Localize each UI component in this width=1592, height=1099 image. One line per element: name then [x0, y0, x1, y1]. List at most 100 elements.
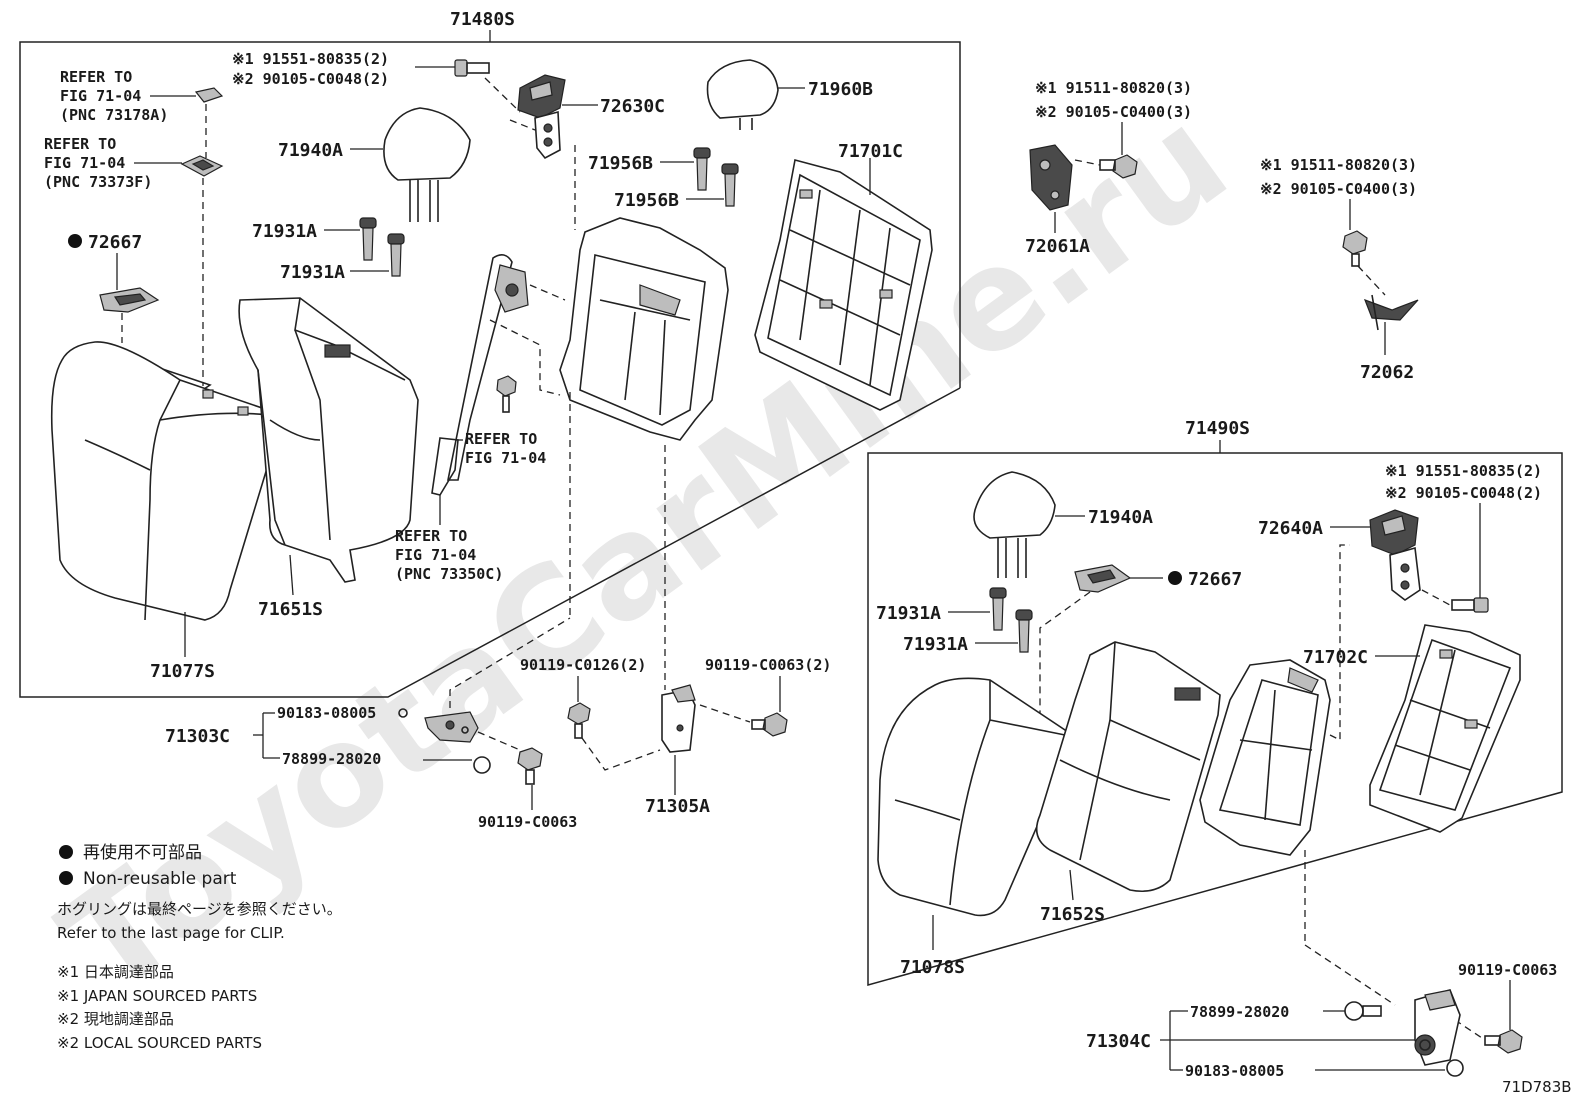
- note-90105-a: ※2 90105-C0400(3): [1035, 103, 1192, 121]
- headrest-guide-71931A-b: [387, 233, 405, 277]
- nut-seatbelt: [496, 375, 517, 413]
- callout-90119-C0063-2[interactable]: 90119-C0063(2): [705, 656, 831, 674]
- callout-71303C[interactable]: 71303C: [165, 726, 230, 747]
- backboard-71701C: [754, 159, 933, 411]
- callout-71931A-4[interactable]: 71931A: [903, 634, 968, 655]
- headrest-71940A-right: [973, 471, 1056, 578]
- hinge-71304C: [1414, 989, 1461, 1066]
- non-reusable-marker-right: [1168, 571, 1182, 585]
- note-90105-b: ※2 90105-C0400(3): [1260, 180, 1417, 198]
- assembly-outline-71480S: [19, 41, 961, 698]
- pin-78899-left: [473, 756, 491, 774]
- callout-90119-C0063-right[interactable]: 90119-C0063: [1458, 961, 1557, 979]
- callout-71702C[interactable]: 71702C: [1303, 647, 1368, 668]
- bolt-72061A: [1099, 154, 1138, 179]
- refer-73350C-line2: FIG 71-04: [395, 546, 476, 564]
- note-91511-b: ※1 91511-80820(3): [1260, 156, 1417, 174]
- bolt-90119-C0063-right: [1484, 1029, 1523, 1054]
- seatback-frame: [559, 217, 729, 441]
- note-90105-left: ※2 90105-C0048(2): [232, 70, 389, 88]
- bolt-90119-C0063-2: [751, 712, 788, 737]
- assembly-outline-71490S: [867, 452, 1563, 986]
- note-91551-right: ※1 91551-80835(2): [1385, 462, 1542, 480]
- callout-90183-08005-right[interactable]: 90183-08005: [1185, 1062, 1284, 1080]
- headrest-71940A-top: [383, 107, 471, 222]
- legend-j2-jp: ※2 現地調達部品: [57, 1010, 174, 1028]
- callout-71956B-2[interactable]: 71956B: [614, 190, 679, 211]
- legend-nonreusable-jp: 再使用不可部品: [83, 842, 202, 863]
- note-91511-a: ※1 91511-80820(3): [1035, 79, 1192, 97]
- clip-72667-right: [1074, 564, 1132, 593]
- headrest-guide-71956B-b: [721, 163, 739, 207]
- clip-72667-left: [99, 287, 160, 313]
- callout-72667-left[interactable]: 72667: [88, 232, 142, 253]
- washer-left: [398, 708, 408, 718]
- headrest-guide-71931A-a: [359, 217, 377, 261]
- bolt-72062: [1342, 230, 1368, 267]
- bolt-top-left: [454, 59, 490, 77]
- callout-71651S[interactable]: 71651S: [258, 599, 323, 620]
- seatback-pad-71652S: [1035, 641, 1221, 893]
- callout-71931A-3[interactable]: 71931A: [876, 603, 941, 624]
- callout-72062[interactable]: 72062: [1360, 362, 1414, 383]
- bolt-right-hinge: [1451, 597, 1489, 613]
- bolt-90119-C0063-left: [517, 747, 543, 785]
- hinge-71303C: [424, 711, 479, 743]
- callout-71480S[interactable]: 71480S: [450, 9, 515, 30]
- callout-78899-28020-left[interactable]: 78899-28020: [282, 750, 381, 768]
- callout-71490S[interactable]: 71490S: [1185, 418, 1250, 439]
- callout-71701C[interactable]: 71701C: [838, 141, 903, 162]
- refer-seatbelt-line2: FIG 71-04: [465, 449, 546, 467]
- legend-bullet-2: [59, 871, 73, 885]
- refer-73178A-line2: FIG 71-04: [60, 87, 141, 105]
- callout-90183-08005-left[interactable]: 90183-08005: [277, 704, 376, 722]
- legend-clip-jp: ホグリングは最終ページを参照ください。: [57, 900, 342, 918]
- callout-71940A-right[interactable]: 71940A: [1088, 507, 1153, 528]
- refer-73178A-line3: (PNC 73178A): [60, 106, 168, 124]
- callout-71305A[interactable]: 71305A: [645, 796, 710, 817]
- callout-71931A-1[interactable]: 71931A: [252, 221, 317, 242]
- callout-90119-C0126[interactable]: 90119-C0126(2): [520, 656, 646, 674]
- refer-73178A-line1: REFER TO: [60, 68, 132, 86]
- callout-71940A-top[interactable]: 71940A: [278, 140, 343, 161]
- callout-71652S[interactable]: 71652S: [1040, 904, 1105, 925]
- callout-71078S[interactable]: 71078S: [900, 957, 965, 978]
- escutcheon-73178A-icon: [194, 87, 224, 103]
- legend-bullet-1: [59, 845, 73, 859]
- callout-71304C[interactable]: 71304C: [1086, 1031, 1151, 1052]
- refer-seatbelt-line1: REFER TO: [465, 430, 537, 448]
- refer-73373F-line1: REFER TO: [44, 135, 116, 153]
- refer-73373F-line2: FIG 71-04: [44, 154, 125, 172]
- refer-73350C-line1: REFER TO: [395, 527, 467, 545]
- legend-j1-en: ※1 JAPAN SOURCED PARTS: [57, 987, 257, 1005]
- callout-71956B-1[interactable]: 71956B: [588, 153, 653, 174]
- callout-71960B[interactable]: 71960B: [808, 79, 873, 100]
- seatback-frame-right: [1199, 659, 1331, 856]
- callout-72630C[interactable]: 72630C: [600, 96, 665, 117]
- backboard-71702C: [1369, 624, 1521, 833]
- callout-72640A[interactable]: 72640A: [1258, 518, 1323, 539]
- callout-71931A-2[interactable]: 71931A: [280, 262, 345, 283]
- seatbelt-assembly: [431, 254, 529, 496]
- callout-90119-C0063-left[interactable]: 90119-C0063: [478, 813, 577, 831]
- diagram-code: 71D783B: [1502, 1078, 1572, 1096]
- legend-nonreusable-en: Non-reusable part: [83, 869, 237, 889]
- headrest-guide-71931A-d: [1015, 609, 1033, 653]
- bracket-72062: [1363, 294, 1419, 331]
- headrest-guide-71956B-a: [693, 147, 711, 191]
- callout-72667-right[interactable]: 72667: [1188, 569, 1242, 590]
- bracket-72061A: [1029, 144, 1073, 211]
- note-91551-left: ※1 91551-80835(2): [232, 50, 389, 68]
- headrest-71960B: [706, 59, 779, 130]
- hinge-72640A: [1369, 509, 1421, 601]
- headrest-guide-71931A-c: [989, 587, 1007, 631]
- legend-j2-en: ※2 LOCAL SOURCED PARTS: [57, 1034, 262, 1052]
- callout-71077S[interactable]: 71077S: [150, 661, 215, 682]
- callout-72061A[interactable]: 72061A: [1025, 236, 1090, 257]
- seatback-cover-71078S: [877, 677, 1072, 917]
- bracket-71305A: [661, 684, 696, 753]
- note-90105-right: ※2 90105-C0048(2): [1385, 484, 1542, 502]
- washer-right: [1446, 1059, 1464, 1077]
- callout-78899-28020-right[interactable]: 78899-28020: [1190, 1003, 1289, 1021]
